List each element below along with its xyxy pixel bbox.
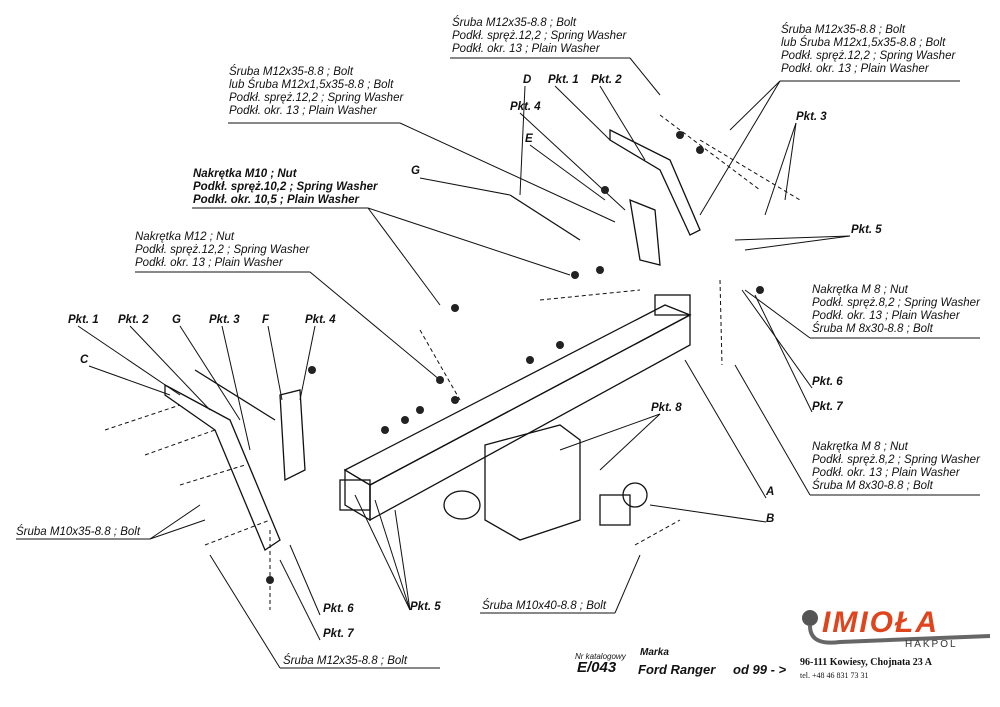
part-text: Nakrętka M10 ; Nut <box>193 168 297 180</box>
side-brackets <box>164 128 701 551</box>
label-B: B <box>766 513 775 525</box>
label-pkt3-right: Pkt. 3 <box>796 111 827 123</box>
imiola-logo <box>802 610 991 645</box>
part-text: Podkł. okr. 13 ; Plain Washer <box>781 63 929 75</box>
label-E: E <box>525 133 533 145</box>
label-pkt6-bottom: Pkt. 6 <box>323 603 354 615</box>
label-block-top-center: Śruba M12x35-8.8 ; Bolt Podkł. spręż.12,… <box>452 17 626 56</box>
part-text: Nakrętka M12 ; Nut <box>135 231 235 243</box>
label-block-top-left: Śruba M12x35-8.8 ; Bolt lub Śruba M12x1,… <box>229 66 403 118</box>
part-text: Podkł. spręż.12,2 ; Spring Washer <box>229 92 404 104</box>
label-pkt5-bottom: Pkt. 5 <box>410 601 441 613</box>
label-pkt2-top: Pkt. 2 <box>591 74 622 86</box>
fasteners <box>104 114 801 610</box>
label-F: F <box>262 314 270 326</box>
brand-name: Ford Ranger <box>638 662 716 677</box>
label-pkt8: Pkt. 8 <box>651 402 682 414</box>
part-text: Podkł. okr. 13 ; Plain Washer <box>812 310 960 322</box>
label-block-nut-m8-a: Nakrętka M 8 ; Nut Podkł. spręż.8,2 ; Sp… <box>812 284 980 336</box>
catalog-label: Nr katalogowy <box>575 652 626 661</box>
part-text: Podkł. spręż.12,2 ; Spring Washer <box>781 50 956 62</box>
part-text: Nakrętka M 8 ; Nut <box>812 441 908 453</box>
part-text: Śruba M12x35-8.8 ; Bolt <box>781 24 906 36</box>
part-text: Podkł. okr. 13 ; Plain Washer <box>812 467 960 479</box>
part-text: Podkł. okr. 13 ; Plain Washer <box>452 43 600 55</box>
label-bolt-m12x35-bottom: Śruba M12x35-8.8 ; Bolt <box>283 655 408 667</box>
label-bolt-m10x40: Śruba M10x40-8.8 ; Bolt <box>482 600 607 612</box>
leader-lines <box>16 57 980 669</box>
label-pkt1-top: Pkt. 1 <box>548 74 579 86</box>
label-block-top-right: Śruba M12x35-8.8 ; Bolt lub Śruba M12x1,… <box>781 24 955 76</box>
label-G-left: G <box>172 314 181 326</box>
part-text: Podkł. spręż.12,2 ; Spring Washer <box>135 244 310 256</box>
label-pkt5-right: Pkt. 5 <box>851 224 882 236</box>
part-text: Podkł. spręż.12,2 ; Spring Washer <box>452 30 627 42</box>
label-pkt3-left: Pkt. 3 <box>209 314 240 326</box>
label-bolt-m10x35: Śruba M10x35-8.8 ; Bolt <box>16 526 141 538</box>
label-block-nut-m8-b: Nakrętka M 8 ; Nut Podkł. spręż.8,2 ; Sp… <box>812 441 980 493</box>
label-pkt2-left: Pkt. 2 <box>118 314 149 326</box>
part-text: Nakrętka M 8 ; Nut <box>812 284 908 296</box>
label-G-top: G <box>411 165 420 177</box>
part-text: Podkł. spręż.8,2 ; Spring Washer <box>812 454 980 466</box>
part-text: lub Śruba M12x1,5x35-8.8 ; Bolt <box>781 37 946 49</box>
logo-text: IMIOŁA <box>822 606 939 639</box>
part-text: Podkł. spręż.8,2 ; Spring Washer <box>812 297 980 309</box>
label-pkt7-right: Pkt. 7 <box>812 401 843 413</box>
company-address: 96-111 Kowiesy, Chojnata 23 A <box>800 657 932 668</box>
logo-subtext: HAKPOL <box>905 639 958 650</box>
part-text: Podkł. okr. 10,5 ; Plain Washer <box>193 194 359 206</box>
label-pkt6-right: Pkt. 6 <box>812 376 843 388</box>
part-text: Śruba M 8x30-8.8 ; Bolt <box>812 480 933 492</box>
brand-label: Marka <box>640 647 669 658</box>
label-pkt7-bottom: Pkt. 7 <box>323 628 354 640</box>
label-C: C <box>80 354 89 366</box>
part-text: Śruba M12x35-8.8 ; Bolt <box>452 17 577 29</box>
ball-mount <box>443 424 648 541</box>
model-year: od 99 - > <box>733 662 787 677</box>
label-block-nut-m10: Nakrętka M10 ; Nut Podkł. spręż.10,2 ; S… <box>193 168 377 207</box>
label-D: D <box>523 74 532 86</box>
part-text: Śruba M 8x30-8.8 ; Bolt <box>812 323 933 335</box>
company-phone: tel. +48 46 831 73 31 <box>800 671 869 680</box>
label-A: A <box>766 486 775 498</box>
label-pkt1-left: Pkt. 1 <box>68 314 99 326</box>
part-text: lub Śruba M12x1,5x35-8.8 ; Bolt <box>229 79 394 91</box>
main-crossbar <box>339 294 692 522</box>
label-pkt4-top: Pkt. 4 <box>510 101 541 113</box>
label-pkt4-left: Pkt. 4 <box>305 314 336 326</box>
part-text: Podkł. okr. 13 ; Plain Washer <box>135 257 283 269</box>
part-text: Podkł. spręż.10,2 ; Spring Washer <box>193 181 378 193</box>
catalog-number: E/043 <box>577 659 617 676</box>
nuts <box>266 131 764 584</box>
part-text: Podkł. okr. 13 ; Plain Washer <box>229 105 377 117</box>
part-text: Śruba M12x35-8.8 ; Bolt <box>229 66 354 78</box>
label-block-nut-m12: Nakrętka M12 ; Nut Podkł. spręż.12,2 ; S… <box>135 231 309 270</box>
